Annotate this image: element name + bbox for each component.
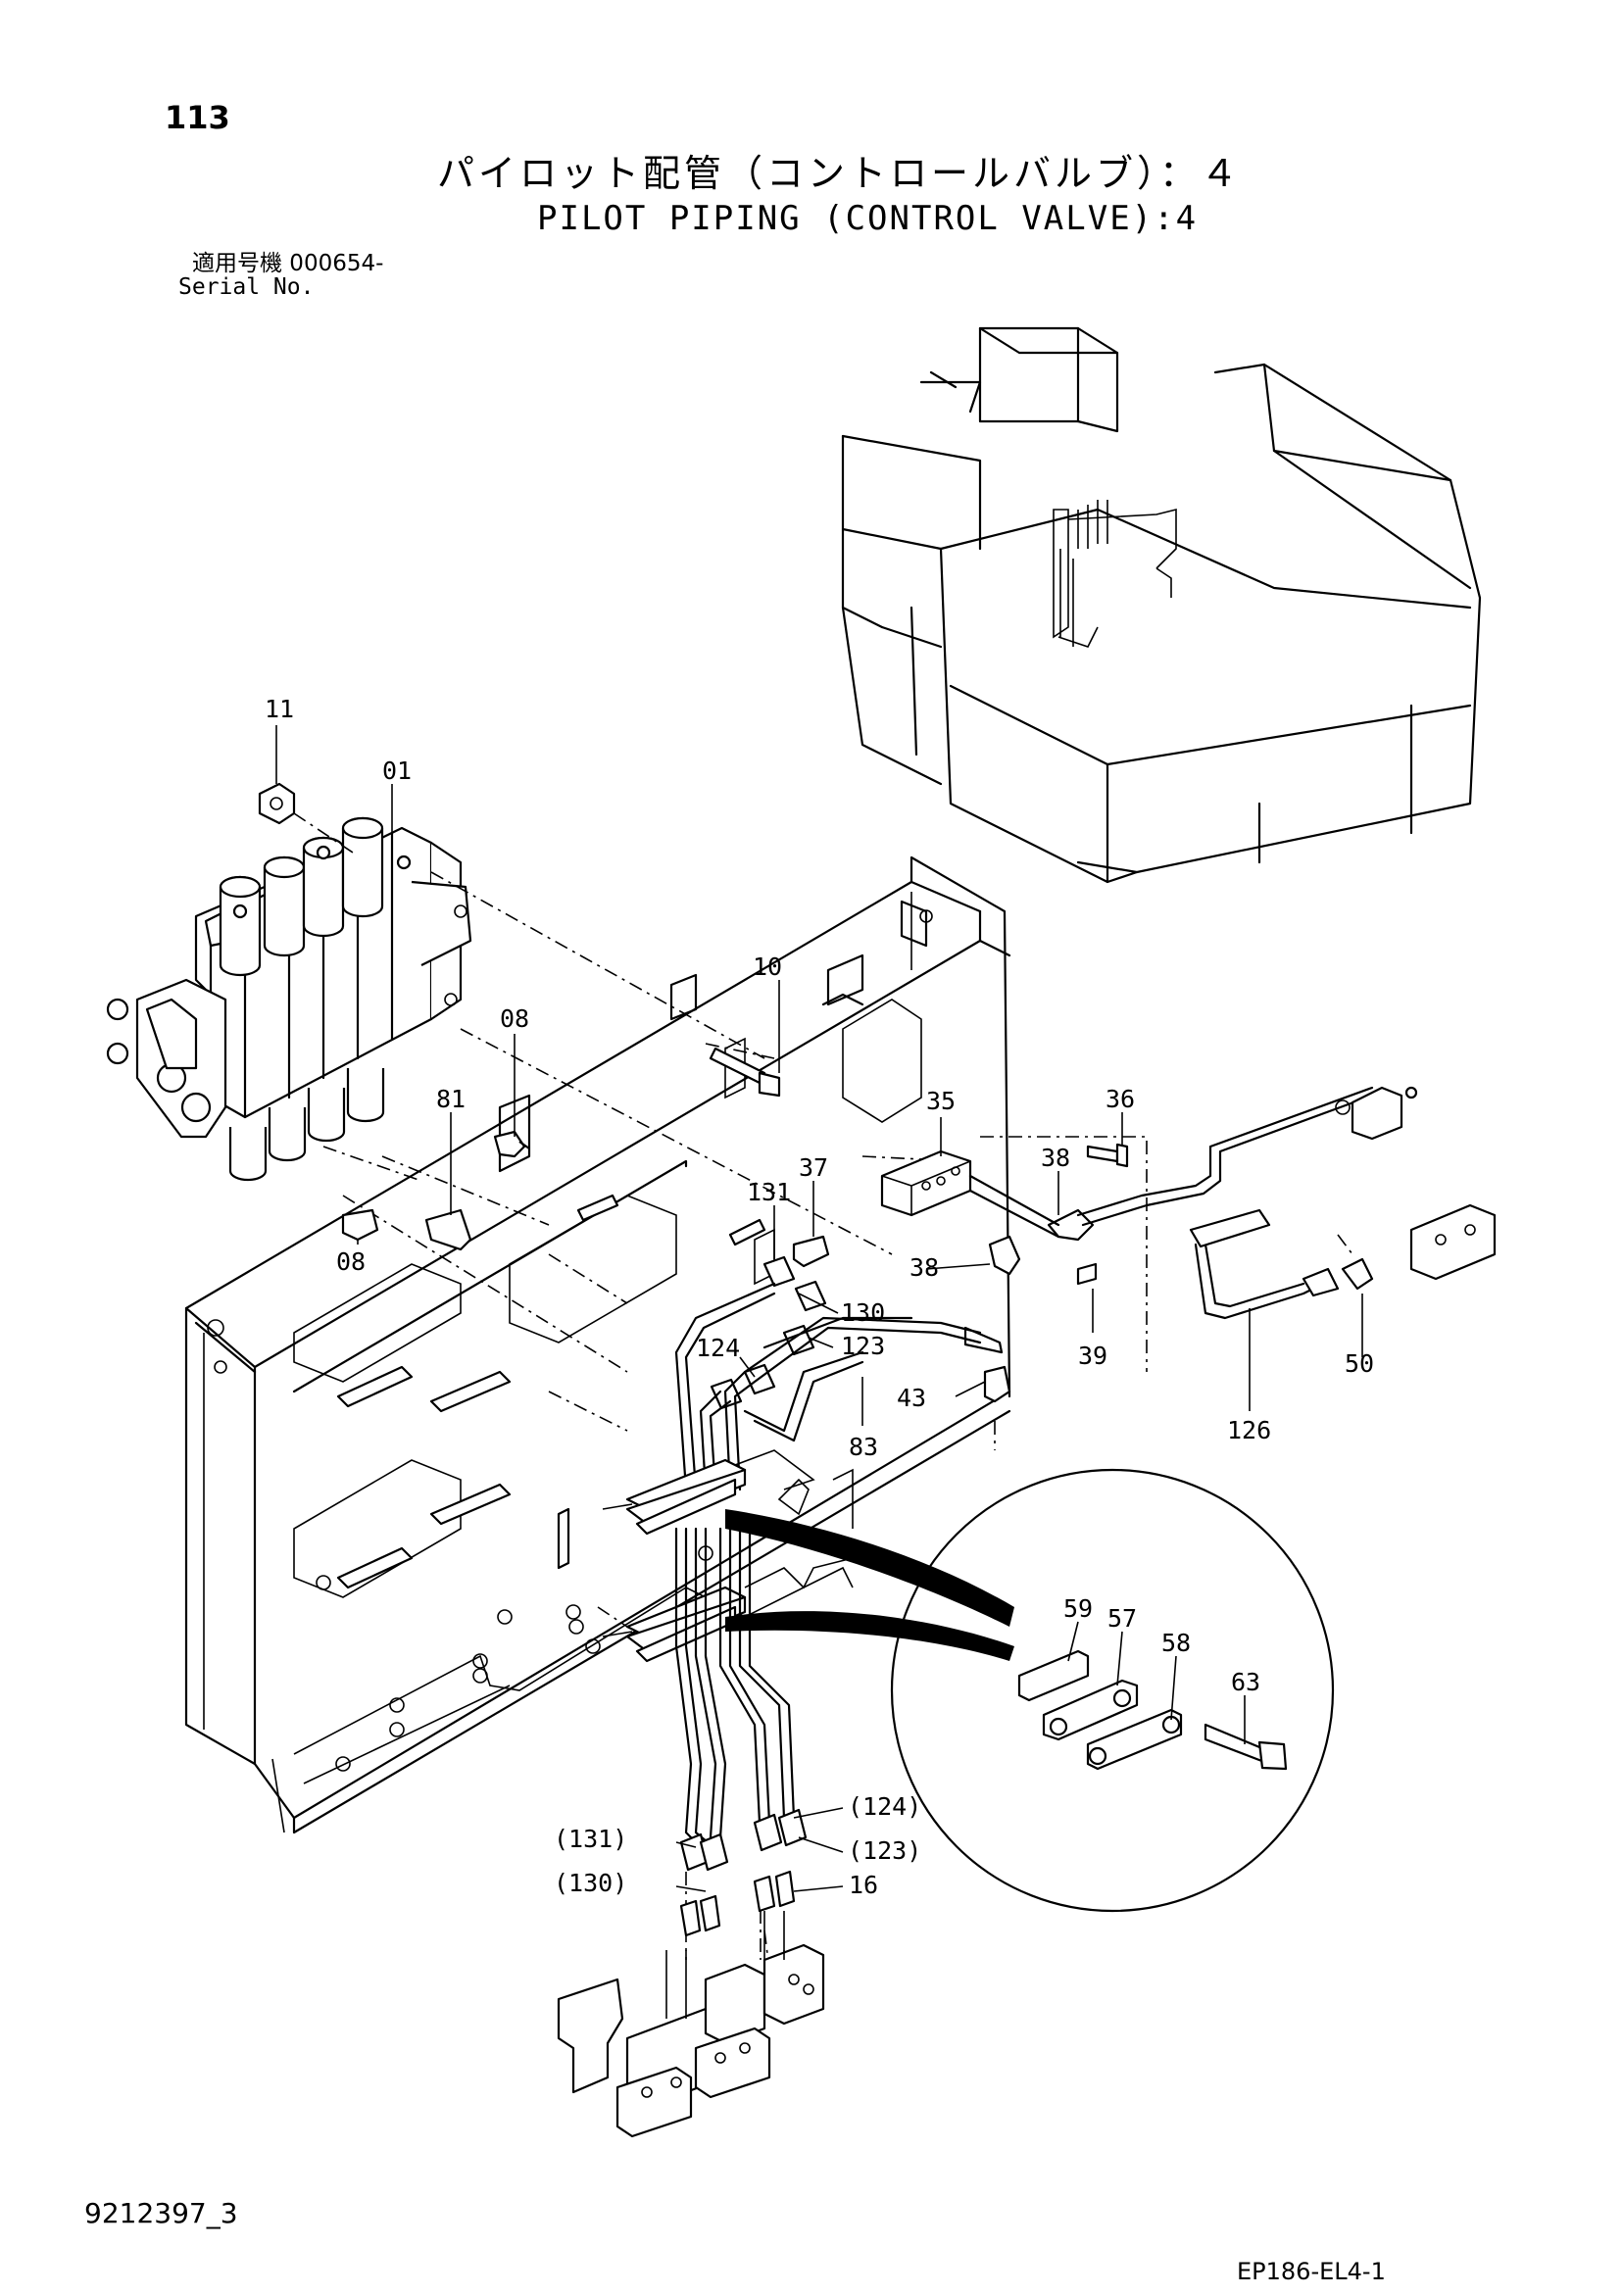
callout-10: 10 xyxy=(753,953,782,981)
control-valve xyxy=(106,782,472,1182)
callout-11: 11 xyxy=(265,695,294,723)
callout-131-ref: (131) xyxy=(554,1825,627,1853)
serial-label-japanese: 適用号機 000654- xyxy=(192,251,384,276)
callout-130: 130 xyxy=(841,1298,885,1327)
callout-59: 59 xyxy=(1063,1594,1093,1623)
callout-01: 01 xyxy=(382,757,412,785)
callout-124: 124 xyxy=(696,1334,740,1362)
callout-36: 36 xyxy=(1106,1085,1135,1113)
page-title-japanese: パイロット配管（コントロールバルブ）：４ xyxy=(437,152,1243,195)
callout-37: 37 xyxy=(799,1153,828,1182)
callout-35: 35 xyxy=(926,1087,956,1115)
assembly-lines xyxy=(293,812,1353,2010)
callout-126: 126 xyxy=(1227,1416,1271,1444)
callout-131: 131 xyxy=(747,1178,791,1206)
illustration-code: EP186-EL4-1 xyxy=(1237,2258,1386,2285)
page-number: 113 xyxy=(165,99,230,136)
fittings xyxy=(341,1047,1497,2138)
callout-43: 43 xyxy=(897,1384,926,1412)
detail-circle xyxy=(725,1468,1335,1913)
callout-57: 57 xyxy=(1107,1604,1137,1633)
leader-lines xyxy=(275,725,1363,1892)
callout-08: 08 xyxy=(500,1004,529,1033)
machine-overview-illustration xyxy=(841,326,1482,884)
callout-83: 83 xyxy=(849,1433,878,1461)
callout-38: 38 xyxy=(909,1253,939,1282)
callout-16: 16 xyxy=(849,1871,878,1899)
callout-123-ref: (123) xyxy=(848,1836,921,1865)
callout-130-ref: (130) xyxy=(554,1869,627,1897)
callout-123: 123 xyxy=(841,1332,885,1360)
callout-50: 50 xyxy=(1345,1349,1374,1378)
callout-labels: 11 01 10 08 81 08 36 35 37 38 131 38 130… xyxy=(265,695,1374,1899)
serial-label-english: Serial No. xyxy=(178,274,315,300)
callout-58: 58 xyxy=(1161,1629,1191,1657)
page-title-english: PILOT PIPING (CONTROL VALVE):4 xyxy=(537,199,1199,238)
drawing-number: 9212397_3 xyxy=(84,2197,238,2229)
callout-81: 81 xyxy=(436,1085,466,1113)
callout-39: 39 xyxy=(1078,1342,1107,1370)
callout-38: 38 xyxy=(1041,1144,1070,1172)
callout-63: 63 xyxy=(1231,1668,1260,1696)
callout-124-ref: (124) xyxy=(848,1792,921,1821)
callout-08: 08 xyxy=(336,1247,366,1276)
